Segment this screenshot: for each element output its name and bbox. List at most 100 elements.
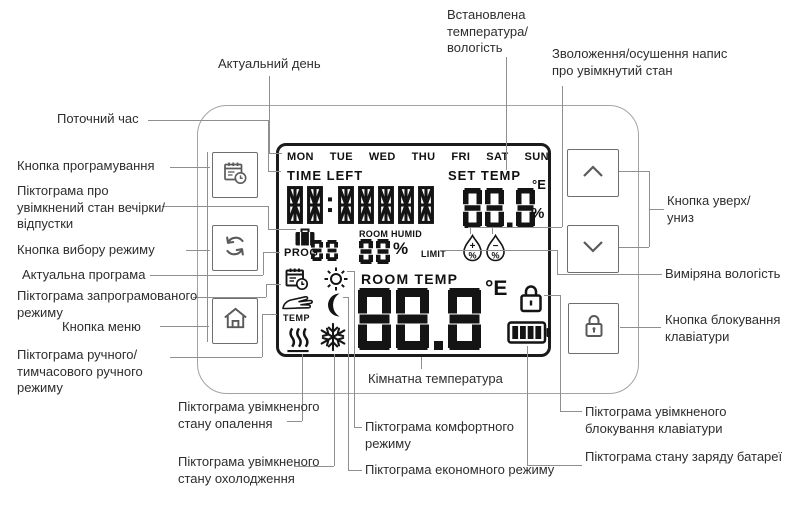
programming-button[interactable]	[212, 152, 258, 198]
suitcase-icon	[294, 227, 316, 247]
callout-menu-button: Кнопка меню	[62, 319, 141, 334]
leader-programmed	[193, 297, 266, 298]
leader-drops-bracket	[468, 227, 562, 228]
limit-label: LIMIT	[421, 249, 446, 259]
set-temp-digits	[463, 188, 535, 228]
chevron-down-icon	[580, 239, 606, 260]
leader-cooling-v	[334, 354, 335, 466]
set-temp-label: SET TEMP	[448, 168, 522, 183]
callout-lock-on-icon: Піктограма увімкненого блокування клавіа…	[585, 404, 727, 436]
leader-cooling	[294, 466, 334, 467]
callout-battery-icon: Піктограма стану заряду батареї	[585, 449, 783, 464]
leader-heating	[287, 421, 302, 422]
leader-current-day	[269, 76, 270, 153]
calendar-clock-icon	[222, 160, 249, 191]
callout-econ-icon: Піктограма економного режиму	[365, 462, 555, 477]
down-button[interactable]	[567, 225, 619, 273]
leader-comfort	[354, 427, 362, 428]
room-temp-digits	[358, 288, 481, 350]
leader-updown	[649, 209, 664, 210]
leader-battery	[527, 465, 582, 466]
drop-minus-sign: −	[493, 241, 499, 252]
leader-comfort-stub	[347, 271, 354, 272]
room-temp-unit: °E	[485, 277, 508, 300]
flame-waves-icon	[284, 327, 312, 353]
battery-icon	[507, 319, 551, 346]
callout-lock-button: Кнопка блокування клавіатури	[665, 312, 781, 344]
leader-party-stub	[268, 229, 296, 230]
moon-icon	[325, 292, 347, 318]
leader-manual-stub	[262, 314, 277, 315]
set-temp-percent: %	[531, 205, 545, 222]
callout-current-program: Актуальна програма	[22, 267, 146, 282]
leader-party-v	[268, 206, 269, 229]
leader-updown-stub-top	[619, 171, 649, 172]
leader-lock-btn	[620, 327, 661, 328]
leader-programmed-stub	[266, 284, 281, 285]
leader-manual	[170, 357, 262, 358]
set-temp-unit: °E	[532, 177, 546, 192]
leader-econ	[348, 470, 362, 471]
display-padlock-icon	[517, 283, 545, 314]
room-temp-label: ROOM TEMP	[361, 271, 459, 287]
chevron-up-icon	[580, 163, 606, 184]
leader-programmed-v	[266, 284, 267, 297]
cycle-arrows-icon	[221, 232, 249, 265]
leader-lock-icon-stub	[544, 295, 560, 296]
leader-measured-humidity-a	[440, 250, 557, 251]
callout-manual-icon: Піктограма ручного/ тимчасового ручного …	[17, 347, 143, 396]
leader-lock-icon	[560, 411, 582, 412]
callout-set-values: Встановлена температура/вологість	[447, 7, 528, 56]
callout-heating-icon: Піктограма увімкненого стану опалення	[178, 399, 320, 431]
leader-current-day-stub	[269, 153, 282, 154]
leader-comfort-v	[354, 271, 355, 427]
prog-digits	[311, 240, 338, 261]
drop-plus-percent: %	[468, 251, 476, 261]
callout-programming-button: Кнопка програмування	[17, 158, 155, 173]
day-sun: SUN	[524, 151, 549, 163]
callout-current-time: Поточний час	[57, 111, 139, 126]
callout-current-day: Актуальний день	[218, 56, 321, 71]
day-tue: TUE	[329, 151, 353, 163]
leader-current-time	[148, 120, 268, 121]
leader-left-rail	[207, 152, 208, 342]
leader-manual-v	[262, 314, 263, 357]
leader-battery-v	[527, 346, 528, 465]
drop-plus-icon: + %	[462, 233, 483, 264]
drop-minus-percent: %	[491, 251, 499, 261]
sun-icon	[321, 264, 351, 294]
leader-humid-state	[562, 86, 563, 227]
leader-drop-plus-stub	[470, 227, 471, 234]
day-labels: MON TUE WED THU FRI SAT SUN	[287, 151, 549, 163]
drop-minus-icon: − %	[485, 233, 506, 264]
callout-humid-state: Зволоження/осушення напис про увімкнутий…	[552, 46, 728, 78]
leader-room-temp	[421, 357, 422, 369]
callout-party-icon: Піктограма про увімкнений стан вечірки/в…	[17, 183, 165, 232]
leader-current-program-v	[263, 252, 264, 275]
time-left-label: TIME LEFT	[287, 168, 364, 183]
room-humid-label: ROOM HUMID	[359, 229, 422, 239]
day-fri: FRI	[451, 151, 471, 163]
time-left-digits	[287, 186, 434, 224]
leader-econ-stub	[343, 297, 348, 298]
leader-current-program	[150, 275, 263, 276]
prog-label: PROG	[284, 247, 319, 259]
menu-button[interactable]	[212, 298, 258, 344]
hand-temp-icon	[281, 294, 316, 314]
snowflake-icon	[318, 322, 348, 352]
calendar-clock-icon	[284, 266, 310, 292]
mode-select-button[interactable]	[212, 225, 258, 271]
room-humid-digits	[359, 239, 390, 264]
leader-heating-v	[302, 354, 303, 421]
leader-lock-icon-v	[560, 295, 561, 411]
leader-mode-btn	[186, 250, 210, 251]
leader-party	[162, 206, 268, 207]
keypad-lock-button[interactable]	[568, 303, 619, 354]
day-thu: THU	[411, 151, 436, 163]
up-button[interactable]	[567, 149, 619, 197]
callout-updown-buttons: Кнопка уверх/униз	[667, 193, 751, 225]
day-wed: WED	[368, 151, 396, 163]
leader-current-time-stub	[268, 171, 281, 172]
leader-measured-humidity-v	[557, 250, 558, 274]
